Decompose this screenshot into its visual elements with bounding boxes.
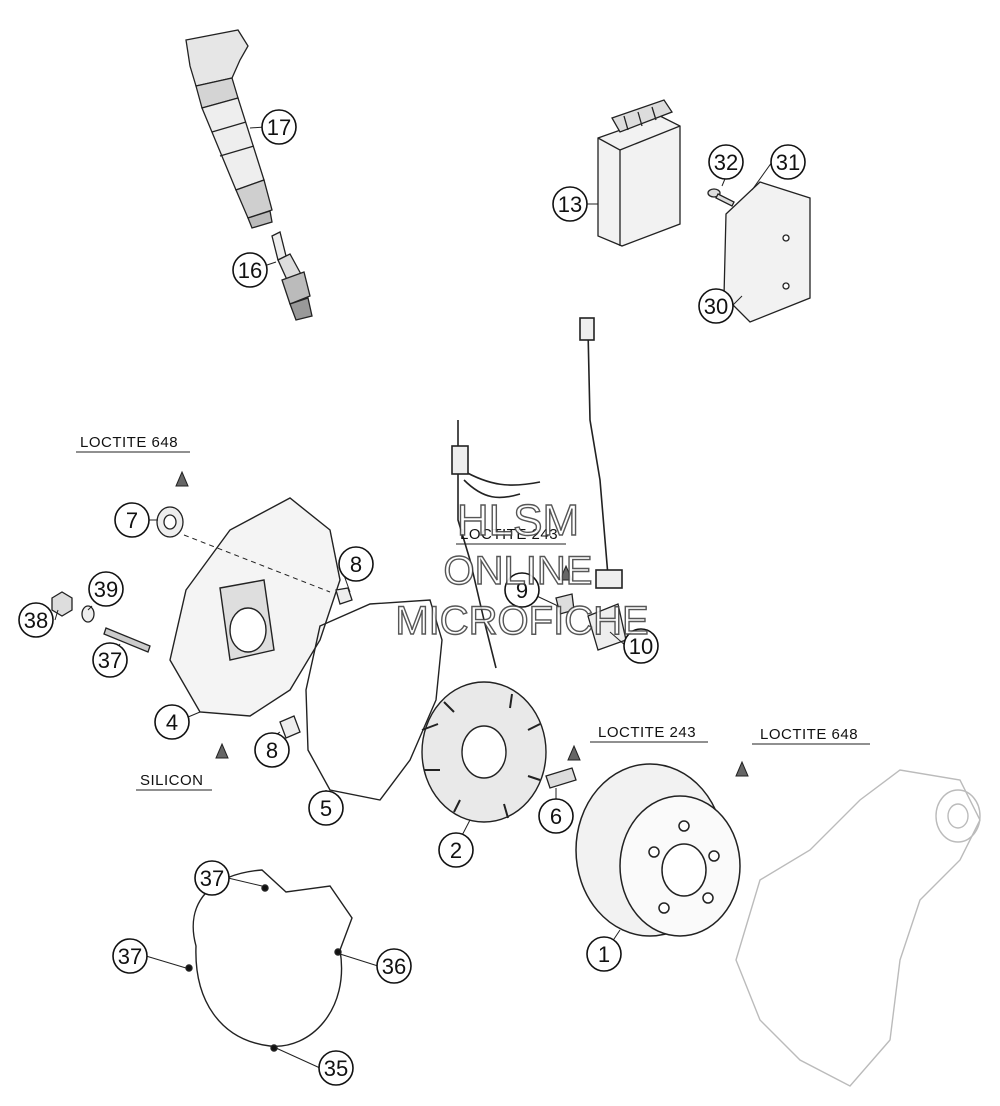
callout-17: 17 <box>261 109 297 145</box>
svg-text:30: 30 <box>704 294 728 319</box>
nut <box>51 591 73 617</box>
svg-text:5: 5 <box>320 796 332 821</box>
svg-text:1: 1 <box>598 942 610 967</box>
callout-39: 39 <box>88 571 124 607</box>
svg-text:2: 2 <box>450 838 462 863</box>
callout-2: 2 <box>438 832 474 868</box>
svg-text:37: 37 <box>200 866 224 891</box>
callout-31: 31 <box>770 144 806 180</box>
gasket-upper <box>305 599 443 801</box>
svg-text:8: 8 <box>266 738 278 763</box>
callout-37-top: 37 <box>194 860 230 896</box>
callout-6: 6 <box>538 798 574 834</box>
svg-text:32: 32 <box>714 150 738 175</box>
generator-cover <box>169 497 341 717</box>
svg-text:4: 4 <box>166 710 178 735</box>
callout-13: 13 <box>552 186 588 222</box>
callout-32: 32 <box>708 144 744 180</box>
callout-8-lower: 8 <box>254 732 290 768</box>
callout-9: 9 <box>504 572 540 608</box>
note-silicon: SILICON <box>140 772 204 789</box>
watermark: HLSM ONLINE MICROFICHE <box>395 495 650 643</box>
rotor <box>575 763 741 937</box>
svg-text:6: 6 <box>550 804 562 829</box>
svg-text:9: 9 <box>516 578 528 603</box>
callout-4: 4 <box>154 704 190 740</box>
loctite-drop-right-648 <box>735 760 749 777</box>
callout-38: 38 <box>18 602 54 638</box>
svg-text:17: 17 <box>267 115 291 140</box>
dowel-pin-upper <box>335 587 353 605</box>
svg-text:37: 37 <box>118 944 142 969</box>
note-loctite-243-right: LOCTITE 243 <box>598 724 696 741</box>
svg-text:10: 10 <box>629 634 653 659</box>
loctite-drop-mid <box>559 564 573 581</box>
callout-35: 35 <box>318 1050 354 1086</box>
callout-7: 7 <box>114 502 150 538</box>
callout-30: 30 <box>698 288 734 324</box>
callout-1: 1 <box>586 936 622 972</box>
svg-text:35: 35 <box>324 1056 348 1081</box>
gasket-lower <box>185 869 353 1052</box>
callout-37-left: 37 <box>112 938 148 974</box>
watermark-line-1: HLSM <box>457 496 579 545</box>
screw <box>707 188 735 207</box>
note-loctite-648-right: LOCTITE 648 <box>760 726 858 743</box>
callout-8-upper: 8 <box>338 546 374 582</box>
callout-36: 36 <box>376 948 412 984</box>
callout-16: 16 <box>232 252 268 288</box>
svg-text:31: 31 <box>776 150 800 175</box>
svg-text:8: 8 <box>350 552 362 577</box>
watermark-line-3: MICROFICHE <box>395 599 648 643</box>
svg-text:16: 16 <box>238 258 262 283</box>
stator <box>421 681 547 823</box>
note-loctite-243-mid: LOCTITE 243 <box>460 526 558 543</box>
cdi-unit <box>597 99 681 247</box>
svg-text:38: 38 <box>24 608 48 633</box>
spark-plug <box>271 231 313 321</box>
svg-text:37: 37 <box>98 648 122 673</box>
crankcase <box>735 769 981 1087</box>
wiring-harness <box>451 317 623 669</box>
svg-text:39: 39 <box>94 577 118 602</box>
callout-10: 10 <box>623 628 659 664</box>
watermark-line-2: ONLINE <box>444 549 593 593</box>
loctite-drop-right-243 <box>567 744 581 761</box>
loctite-drop-left <box>175 470 189 487</box>
screw-9 <box>555 593 575 615</box>
silicon-drop <box>215 742 229 759</box>
stud <box>103 627 151 653</box>
screw-6 <box>545 767 577 789</box>
washer <box>81 605 95 623</box>
callout-37-upper: 37 <box>92 642 128 678</box>
dowel-pin-lower <box>279 715 301 739</box>
svg-text:36: 36 <box>382 954 406 979</box>
note-loctite-648-left: LOCTITE 648 <box>80 434 178 451</box>
bearing <box>156 506 184 538</box>
callout-5: 5 <box>308 790 344 826</box>
svg-text:13: 13 <box>558 192 582 217</box>
svg-text:7: 7 <box>126 508 138 533</box>
ignition-coil <box>185 29 273 229</box>
